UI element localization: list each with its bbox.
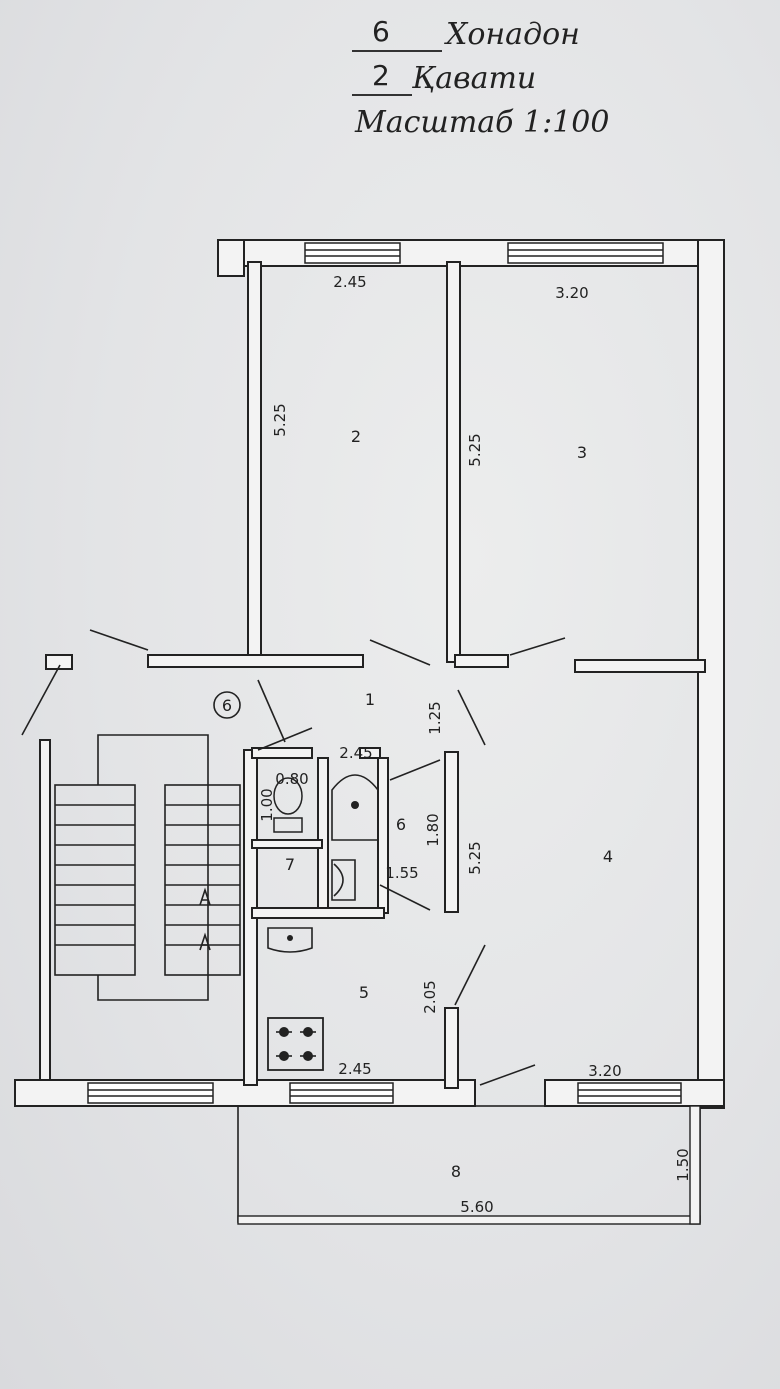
room-label-8: 8 <box>451 1162 461 1181</box>
doors <box>21 629 566 1086</box>
dim-room2-length: 5.25 <box>271 403 289 436</box>
dim-wc-small: 0.80 <box>275 770 308 788</box>
fixtures <box>267 774 379 1071</box>
dim-kitchen-depth: 2.05 <box>421 980 439 1013</box>
dim-balcony-depth: 1.50 <box>674 1148 692 1181</box>
dim-room4-length: 5.25 <box>466 841 484 874</box>
room-label-2: 2 <box>351 427 361 446</box>
balcony <box>237 1105 701 1225</box>
dim-room2-width: 2.45 <box>333 273 366 291</box>
room-label-4: 4 <box>603 847 613 866</box>
room-label-3: 3 <box>577 443 587 462</box>
dim-bath-inner: 1.55 <box>385 864 418 882</box>
dim-bath-depth: 1.80 <box>424 813 442 846</box>
room-label-1: 1 <box>365 690 375 709</box>
outer-walls <box>14 239 725 1109</box>
bottom-windows <box>87 1082 682 1104</box>
apartment-label: Хонадон <box>446 17 580 52</box>
scale-label: Масштаб 1:100 <box>355 105 610 140</box>
room-label-5: 5 <box>359 983 369 1002</box>
dim-bath-width: 2.45 <box>339 744 372 762</box>
stairwell <box>54 734 241 1001</box>
apartment-number: 6 <box>372 15 390 48</box>
top-windows <box>304 242 664 264</box>
entrance-marker-circle <box>213 691 241 719</box>
floor-number-underline <box>352 94 412 96</box>
floor-number: 2 <box>372 59 390 92</box>
room-label-7: 7 <box>285 855 295 874</box>
dim-room3-length: 5.25 <box>466 433 484 466</box>
entrance-marker-label: 6 <box>222 696 232 715</box>
apartment-number-underline <box>352 50 442 52</box>
dim-corridor-width: 1.25 <box>426 701 444 734</box>
dim-balcony-width: 5.60 <box>460 1198 493 1216</box>
interior-walls <box>45 261 706 1089</box>
dim-wc-height: 1.00 <box>258 788 276 821</box>
floor-label: Қавати <box>412 61 537 96</box>
dim-room4-width: 3.20 <box>588 1062 621 1080</box>
dim-room3-width: 3.20 <box>555 284 588 302</box>
room-label-6: 6 <box>396 815 406 834</box>
dim-kitchen-width: 2.45 <box>338 1060 371 1078</box>
